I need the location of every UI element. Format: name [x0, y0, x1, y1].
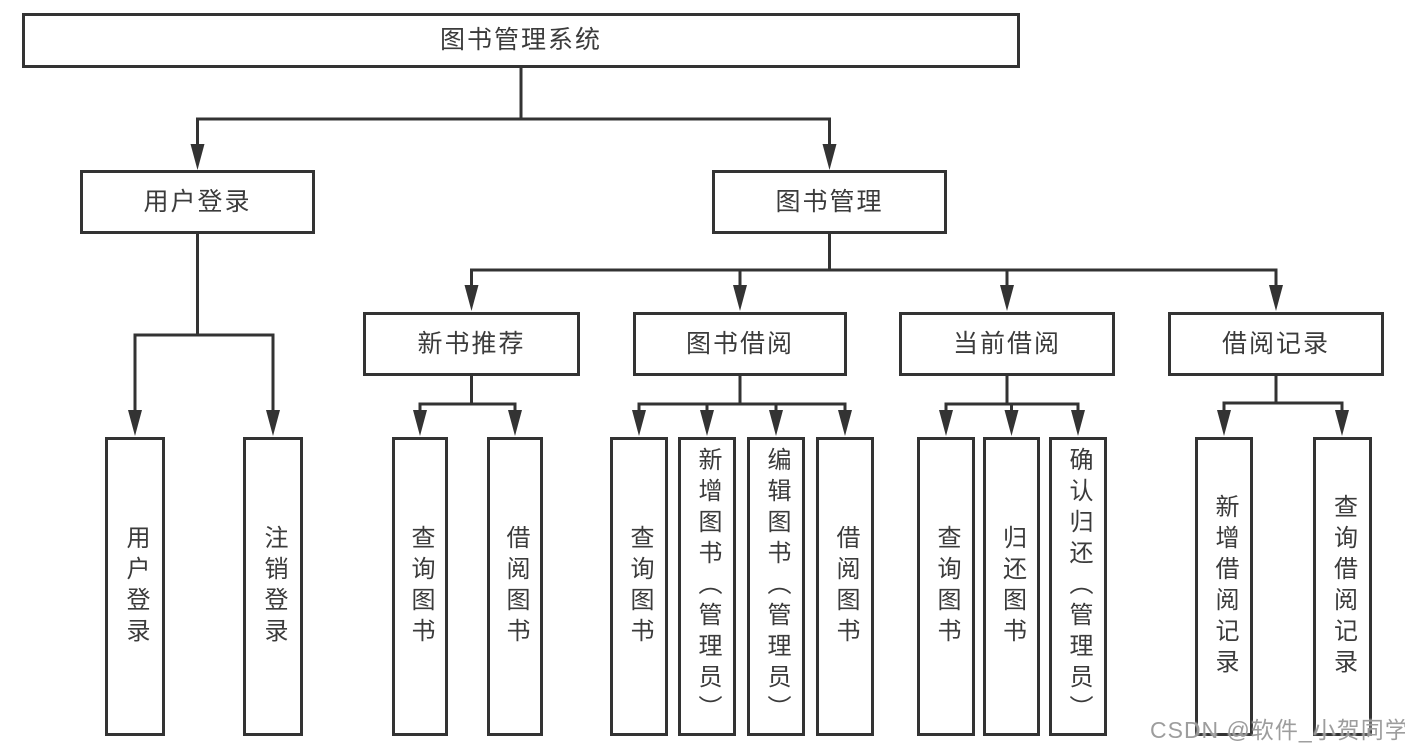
- leaf-cb-return-book: 归还图书: [983, 437, 1040, 736]
- node-book-management: 图书管理: [712, 170, 947, 234]
- leaf-bb-edit-book-admin-label: 编辑图书（管理员）: [763, 447, 790, 726]
- leaf-bb-query-book-label: 查询图书: [626, 524, 653, 649]
- node-borrow-record: 借阅记录: [1168, 312, 1384, 376]
- connector-bookmgmt-to-level3: [470, 233, 1278, 287]
- leaf-br-add-record-label: 新增借阅记录: [1211, 493, 1238, 680]
- leaf-bb-borrow-book-label: 借阅图书: [832, 524, 859, 649]
- node-book-borrow: 图书借阅: [633, 312, 847, 376]
- arrowhead-icon: [1004, 410, 1019, 436]
- leaf-cb-query-book-label: 查询图书: [933, 524, 960, 649]
- arrowhead-icon: [700, 410, 714, 436]
- arrowhead-icon: [822, 144, 837, 170]
- leaf-bb-add-book-admin: 新增图书（管理员）: [678, 437, 736, 736]
- arrowhead-icon: [464, 285, 479, 311]
- arrowhead-icon: [838, 410, 852, 436]
- leaf-nbr-query-book-label: 查询图书: [407, 524, 434, 649]
- arrowhead-icon: [939, 410, 953, 436]
- leaf-nbr-query-book: 查询图书: [392, 437, 448, 736]
- leaf-nbr-borrow-book: 借阅图书: [487, 437, 543, 736]
- leaf-bb-borrow-book: 借阅图书: [816, 437, 874, 736]
- node-book-borrow-label: 图书借阅: [685, 329, 794, 358]
- connector-userlogin-to-leaves: [133, 233, 275, 412]
- node-user-login-label: 用户登录: [143, 187, 252, 216]
- arrowhead-icon: [413, 410, 427, 436]
- leaf-nbr-borrow-book-label: 借阅图书: [502, 524, 529, 649]
- leaf-cb-query-book: 查询图书: [917, 437, 975, 736]
- leaf-br-query-record-label: 查询借阅记录: [1329, 493, 1357, 680]
- connector-newbook-to-leaves: [418, 375, 517, 412]
- leaf-cb-confirm-return-admin: 确认归还（管理员）: [1049, 437, 1107, 736]
- node-current-borrow-label: 当前借阅: [952, 329, 1061, 358]
- arrowhead-icon: [769, 410, 783, 436]
- leaf-cb-return-book-label: 归还图书: [998, 524, 1026, 649]
- leaf-br-query-record: 查询借阅记录: [1313, 437, 1372, 736]
- node-root: 图书管理系统: [22, 13, 1020, 68]
- arrowhead-icon: [266, 410, 280, 436]
- arrowhead-icon: [1000, 285, 1014, 311]
- arrowhead-icon: [632, 410, 646, 436]
- connector-record-to-leaves: [1222, 375, 1344, 412]
- leaf-bb-add-book-admin-label: 新增图书（管理员）: [694, 447, 721, 726]
- arrowhead-icon: [1269, 285, 1283, 311]
- node-borrow-record-label: 借阅记录: [1221, 329, 1330, 358]
- arrowhead-icon: [733, 285, 747, 311]
- arrowhead-icon: [190, 144, 205, 170]
- node-current-borrow: 当前借阅: [899, 312, 1115, 376]
- leaf-br-add-record: 新增借阅记录: [1195, 437, 1253, 736]
- arrowhead-icon: [1335, 410, 1349, 436]
- leaf-user-login: 用户登录: [105, 437, 165, 736]
- node-user-login: 用户登录: [80, 170, 315, 234]
- arrowhead-icon: [508, 410, 522, 436]
- leaf-bb-edit-book-admin: 编辑图书（管理员）: [747, 437, 805, 736]
- arrowhead-icon: [128, 410, 142, 436]
- connector-root-to-level2: [196, 67, 831, 146]
- arrowhead-icon: [1071, 410, 1085, 436]
- watermark: CSDN @软件_小贺同学: [1150, 717, 1405, 743]
- leaf-bb-query-book: 查询图书: [610, 437, 668, 736]
- leaf-logout-label: 注销登录: [260, 524, 287, 649]
- leaf-cb-confirm-return-admin-label: 确认归还（管理员）: [1065, 447, 1092, 726]
- node-new-book-recommend-label: 新书推荐: [417, 329, 526, 358]
- connector-borrow-to-leaves: [637, 375, 847, 412]
- connector-current-to-leaves: [944, 375, 1080, 412]
- arrowhead-icon: [1217, 410, 1231, 436]
- leaf-logout: 注销登录: [243, 437, 303, 736]
- node-book-management-label: 图书管理: [775, 187, 884, 216]
- node-root-label: 图书管理系统: [439, 26, 602, 54]
- leaf-user-login-label: 用户登录: [122, 524, 149, 649]
- node-new-book-recommend: 新书推荐: [363, 312, 580, 376]
